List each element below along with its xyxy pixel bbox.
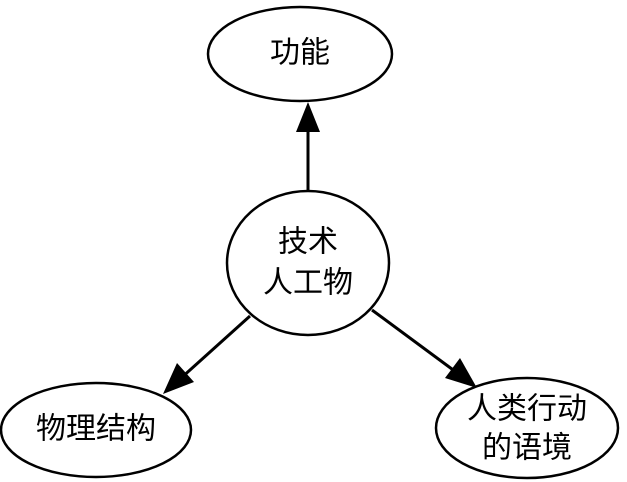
node-action-context-line1: 人类行动 (467, 392, 587, 427)
node-physical-structure-label: 物理结构 (36, 412, 156, 447)
node-center-line1: 技术 (278, 225, 338, 260)
node-action-context-line2: 的语境 (482, 431, 572, 466)
node-physical-structure: 物理结构 (0, 381, 193, 479)
edge-center-to-action-context (371, 308, 461, 377)
arrowhead-function (296, 102, 320, 132)
node-technical-artifact: 技术 人工物 (225, 189, 391, 337)
node-function: 功能 (206, 5, 394, 103)
node-center-line2: 人工物 (263, 266, 353, 301)
edges (163, 102, 477, 394)
node-action-context: 人类行动 的语境 (434, 376, 620, 480)
edge-center-to-physical-structure (178, 314, 252, 381)
arrowhead-action-context (445, 358, 477, 388)
node-function-label: 功能 (270, 36, 330, 71)
arrowhead-physical-structure (163, 363, 194, 394)
